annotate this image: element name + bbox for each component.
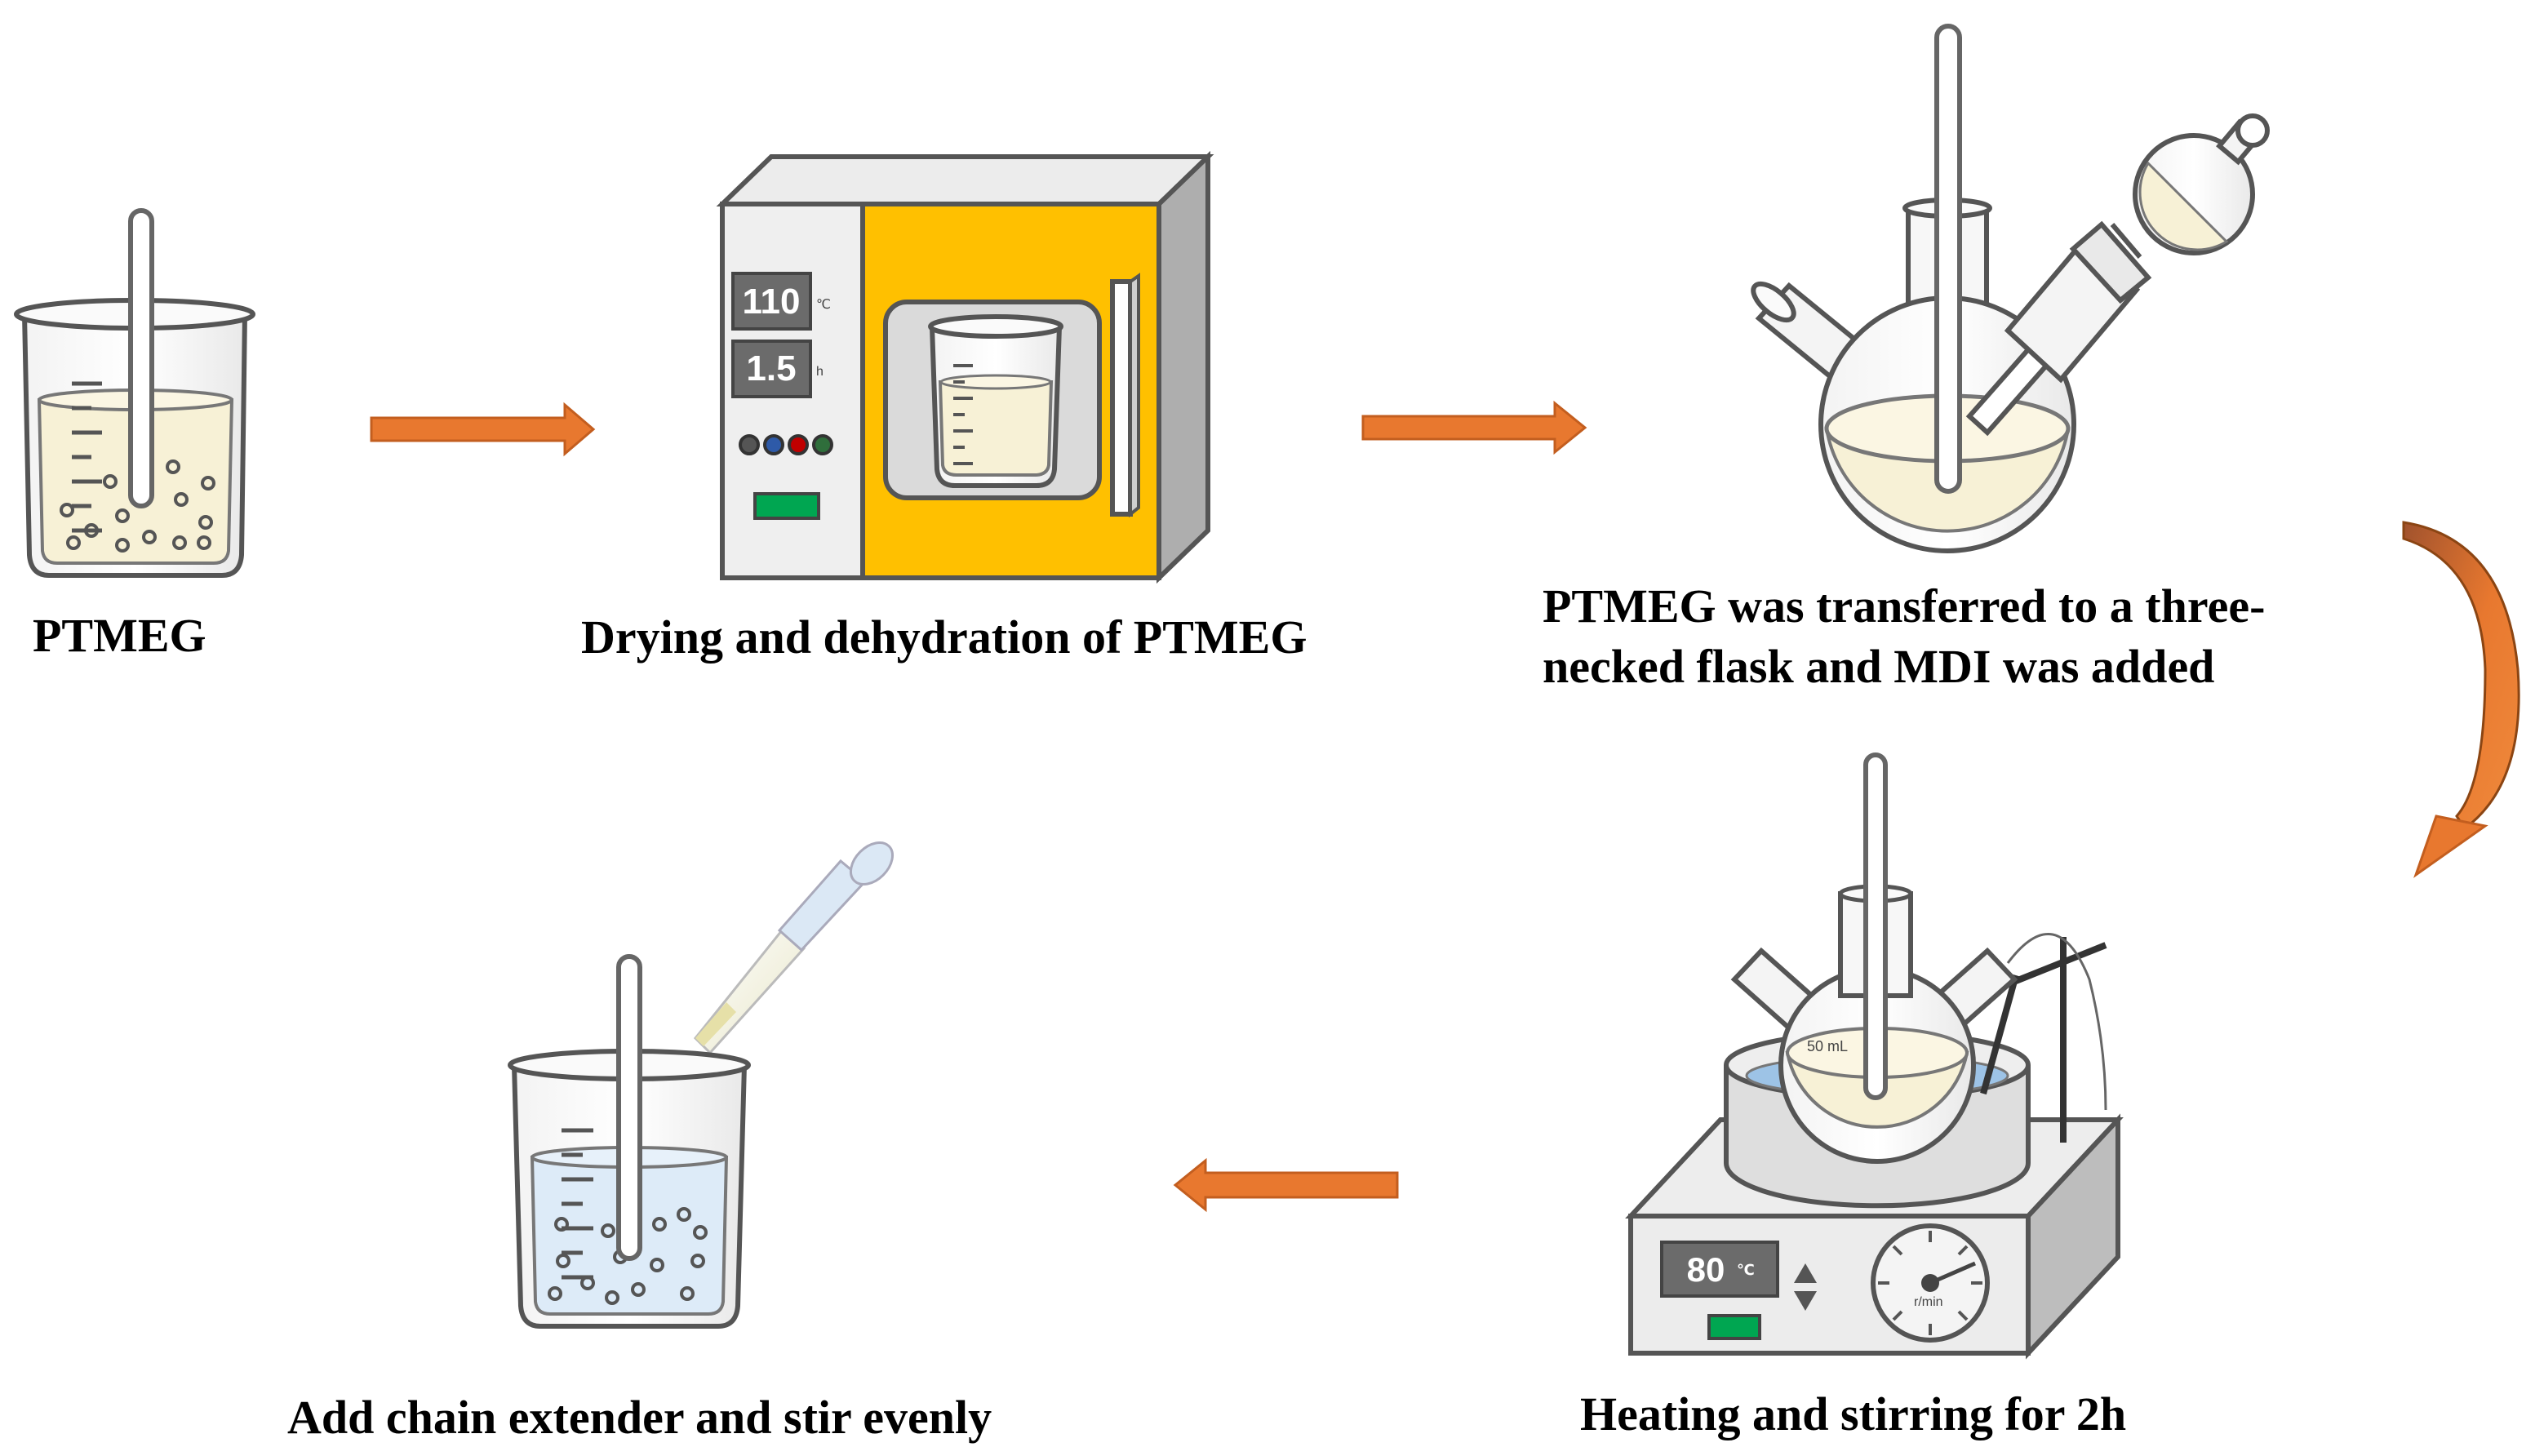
oven-time-display <box>731 340 812 398</box>
increase-arrow-icon <box>1794 1263 1817 1283</box>
step4-caption: Heating and stirring for 2h <box>1580 1387 2126 1440</box>
oven-temperature-value: 110 <box>743 282 801 322</box>
decrease-arrow-icon <box>1794 1291 1817 1311</box>
funnel-stopcock <box>2069 220 2152 304</box>
step3-three-necked-flask <box>1751 24 2270 553</box>
funnel-stopper <box>2235 113 2270 148</box>
step5-chain-extender-beaker <box>508 841 894 1329</box>
step3-caption-line1: PTMEG was transferred to a three- <box>1543 579 2265 633</box>
speed-dial: r/min <box>1871 1223 1990 1343</box>
hotplate-temperature-display <box>1660 1241 1779 1298</box>
stir-rod <box>128 208 154 508</box>
step4-heating-stirring: 80 ℃ r/min <box>1625 752 2124 1360</box>
bubbles <box>548 1207 708 1305</box>
stir-rod <box>616 954 642 1261</box>
arrow-step4-to-step5 <box>1173 1157 1399 1213</box>
knob-red <box>788 434 809 455</box>
curved-arrow-step3-to-step4 <box>2402 521 2520 878</box>
graduation-marks <box>562 1128 593 1280</box>
oven-handle <box>1110 279 1133 517</box>
step2-drying-oven: 110 ℃ 1.5 h <box>716 150 1214 584</box>
hotplate-temperature-unit: ℃ <box>1737 1262 1755 1278</box>
hotplate-power-indicator <box>1707 1314 1761 1340</box>
step1-caption: PTMEG <box>33 609 206 662</box>
knob-gray <box>739 434 760 455</box>
knob-blue <box>763 434 784 455</box>
stir-rod <box>1863 752 1888 1100</box>
oven-temperature-unit: ℃ <box>816 298 831 312</box>
step3-caption-line2: necked flask and MDI was added <box>1543 640 2214 693</box>
flask-volume-label: 50 mL <box>1807 1038 1848 1054</box>
oven-time-value: 1.5 <box>746 348 796 388</box>
oven-temperature-display <box>731 272 812 331</box>
graduation-marks <box>72 381 102 533</box>
arrow-step1-to-step2 <box>370 402 596 457</box>
hotplate-temperature-value: 80 <box>1687 1250 1725 1289</box>
step1-ptmeg-beaker <box>14 208 255 578</box>
stir-rod <box>1934 24 1962 494</box>
step5-caption: Add chain extender and stir evenly <box>287 1391 992 1444</box>
oven-time-unit: h <box>816 365 824 379</box>
step2-caption: Drying and dehydration of PTMEG <box>581 610 1307 664</box>
speed-unit: r/min <box>1914 1295 1943 1309</box>
knob-green <box>812 434 833 455</box>
arrow-step2-to-step3 <box>1361 400 1587 455</box>
dropper-pipette <box>693 841 894 1055</box>
oven-power-indicator <box>753 492 820 520</box>
